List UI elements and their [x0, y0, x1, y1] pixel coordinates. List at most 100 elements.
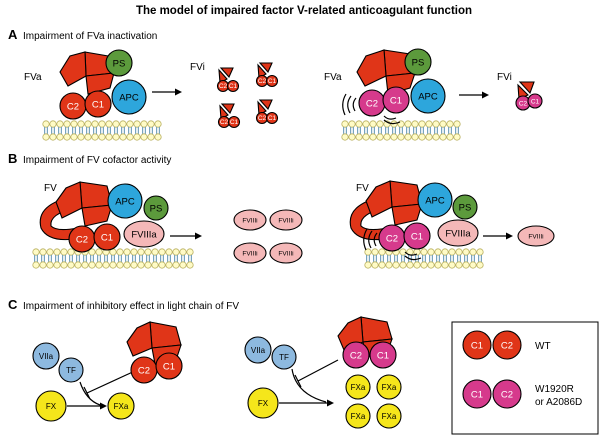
c2-label-a-left: C2	[67, 102, 79, 113]
apc-label-b-left: APC	[115, 197, 135, 208]
ps-circle-a-left	[105, 49, 133, 77]
fviiia-ellipse-b-right	[437, 219, 479, 247]
fx-label-right: FX	[258, 399, 269, 408]
c1-label-a-right: C1	[390, 96, 402, 107]
c1-label-b-left: C1	[101, 233, 113, 244]
viia-circle-right	[244, 336, 272, 364]
legend-mutant-text-1: W1920R	[535, 384, 574, 395]
legend-wt-c1-label: C1	[471, 341, 483, 352]
fvi-label-right: FVi	[497, 72, 512, 83]
legend-mutant-text-2: or A2086D	[535, 397, 582, 408]
svg-text:FVIIIi: FVIIIi	[242, 218, 257, 225]
c1-domain-c-left	[155, 352, 183, 380]
fx-circle-right	[247, 387, 279, 419]
legend-wt-c2	[492, 330, 522, 360]
tf-circle-right	[271, 344, 297, 370]
apc-circle-b-left	[107, 183, 143, 219]
c2-label-b-left: C2	[76, 235, 88, 246]
viia-label-left: VIIa	[39, 352, 54, 361]
legend-wt-c1	[462, 330, 492, 360]
tf-circle-left	[58, 357, 84, 383]
membrane-a-right	[341, 120, 461, 141]
fxa-label-left: FXa	[114, 402, 129, 411]
fva-label-left: FVa	[24, 72, 42, 83]
legend-wt-text: WT	[535, 341, 551, 352]
svg-text:FVIIIi: FVIIIi	[278, 218, 293, 225]
tf-catalysis-line-left	[79, 381, 101, 406]
tf-label-right: TF	[279, 353, 289, 362]
panel-a: A Impairment of FVa inactivation FVa PS …	[8, 27, 543, 141]
legend: C1 C2 WT C1 C2 W1920R or A2086D	[451, 321, 599, 435]
c1-label-a-left: C1	[92, 100, 104, 111]
membrane-a-left	[42, 120, 162, 141]
arrowhead-a-right	[482, 91, 489, 99]
fva-heavy-chain-left	[59, 51, 115, 95]
panel-b-letter: B	[8, 151, 17, 166]
panel-a-letter: A	[8, 27, 18, 42]
apc-label-a-right: APC	[418, 92, 438, 103]
svg-text:FVIIIi: FVIIIi	[242, 251, 257, 258]
svg-text:C2: C2	[219, 83, 228, 90]
svg-text:C2: C2	[258, 115, 267, 122]
fviiia-ellipse-b-left	[123, 220, 165, 248]
vibration-marks-a-right	[342, 93, 401, 125]
svg-text:C1: C1	[230, 119, 239, 126]
panel-a-subtitle: Impairment of FVa inactivation	[23, 31, 157, 42]
fx-circle-left	[35, 390, 67, 422]
ps-label-a-right: PS	[412, 58, 425, 69]
svg-text:C1: C1	[268, 115, 277, 122]
inhibition-bar-left	[83, 386, 91, 400]
fv-label-right: FV	[356, 183, 369, 194]
inhibition-line-left	[86, 369, 138, 394]
arrowhead-b-left	[195, 232, 202, 240]
fviiii-product-right	[517, 225, 555, 247]
legend-mut-c1-label: C1	[471, 390, 483, 401]
inhibition-line-right	[297, 359, 339, 382]
svg-text:FXa: FXa	[382, 383, 397, 392]
arrowhead-a-left	[175, 88, 182, 96]
panel-c-subtitle: Impairment of inhibitory effect in light…	[23, 301, 239, 312]
svg-text:C1: C1	[268, 78, 277, 85]
fva-label-right: FVa	[324, 72, 342, 83]
c2-label-b-right: C2	[386, 234, 398, 245]
c1-domain-b-left	[93, 223, 121, 251]
ps-circle-b-left	[143, 195, 169, 221]
panel-b: B Impairment of FV cofactor activity FV …	[8, 151, 555, 269]
fv-label-left: FV	[44, 183, 57, 194]
fxa-circle-left	[107, 392, 135, 420]
fvi-label-left: FVi	[190, 62, 205, 73]
fviiia-label-b-right: FVIIIa	[445, 229, 471, 240]
c1-mutant-a-right	[382, 86, 410, 114]
svg-text:FXa: FXa	[351, 383, 366, 392]
viia-circle-left	[32, 342, 60, 370]
apc-circle-b-right	[417, 182, 453, 218]
fviiia-label-b-left: FVIIIa	[131, 230, 157, 241]
svg-text:FXa: FXa	[351, 412, 366, 421]
c1-label-c-right: C1	[377, 351, 389, 362]
membrane-b-left	[32, 248, 194, 269]
tf-label-left: TF	[66, 366, 76, 375]
ps-label-b-left: PS	[150, 204, 163, 215]
svg-text:C2: C2	[220, 119, 229, 126]
svg-text:C1: C1	[229, 83, 238, 90]
apc-circle-a-left	[111, 79, 147, 115]
inhibition-bar-right	[294, 374, 302, 388]
svg-text:C2: C2	[258, 78, 267, 85]
c1-mutant-c-right	[369, 341, 397, 369]
c1-domain-a-left	[84, 90, 112, 118]
svg-text:C2: C2	[519, 101, 528, 108]
panel-b-subtitle: Impairment of FV cofactor activity	[23, 155, 171, 166]
c2-mutant-c-right	[342, 341, 370, 369]
c1-label-b-right: C1	[411, 232, 423, 243]
tf-catalysis-line-right	[291, 368, 327, 403]
fv-heavy-chain-b-left	[55, 181, 113, 227]
ps-circle-b-right	[452, 194, 478, 220]
membrane-b-right	[364, 248, 484, 269]
apc-circle-a-right	[410, 78, 446, 114]
legend-mut-c2-label: C2	[501, 390, 513, 401]
panel-c-letter: C	[8, 297, 18, 312]
c1-mutant-b-right	[403, 222, 431, 250]
fviiii-label-right: FVIIIi	[528, 234, 543, 241]
